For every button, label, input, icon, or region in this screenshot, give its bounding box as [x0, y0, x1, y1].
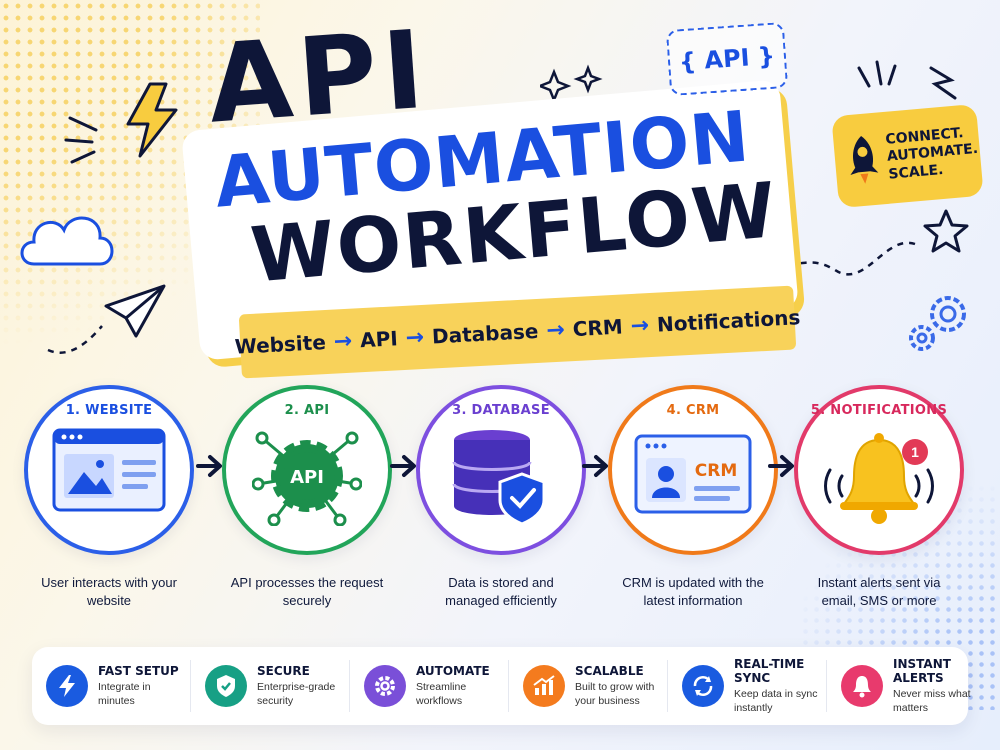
- step-label: 4. CRM: [666, 403, 720, 418]
- sync-icon: [682, 665, 724, 707]
- step-api: 2. API API: [222, 385, 392, 555]
- step-database: 3. DATABASE: [416, 385, 586, 555]
- step-label: 2. API: [284, 403, 330, 418]
- feature-desc: Never miss what matters: [893, 687, 971, 714]
- feature-scalable: SCALABLE Built to grow with your business: [509, 660, 668, 712]
- database-icon: [452, 430, 546, 526]
- feature-desc: Keep data in sync instantly: [734, 687, 818, 714]
- flow-arrow: →: [630, 312, 650, 339]
- step-desc-database: Data is stored and managed efficiently: [445, 575, 557, 608]
- step-desc-api: API processes the request securely: [230, 575, 384, 608]
- flow-item-crm: CRM: [572, 314, 624, 342]
- arrow-right-icon: [582, 455, 608, 477]
- browser-window-icon: [52, 428, 166, 512]
- flow-arrow: →: [545, 317, 566, 343]
- step-label: 5. NOTIFICATIONS: [810, 403, 948, 418]
- feature-title: SCALABLE: [575, 663, 644, 678]
- step-label: 3. DATABASE: [452, 403, 550, 418]
- flow-item-api: API: [359, 326, 399, 353]
- api-gear-icon: API: [252, 431, 362, 526]
- rocket-icon: [850, 135, 879, 184]
- flow-item-website: Website: [234, 330, 327, 359]
- flow-item-database: Database: [431, 318, 539, 349]
- flow-item-notifications: Notifications: [656, 305, 801, 337]
- feature-title: INSTANT ALERTS: [893, 656, 951, 685]
- cloud-icon: [20, 216, 114, 266]
- bell-icon: [841, 665, 883, 707]
- feature-desc: Integrate in minutes: [98, 680, 151, 707]
- api-icon-text: API: [290, 467, 324, 488]
- feature-title: SECURE: [257, 663, 310, 678]
- tagline-badge: CONNECT. AUTOMATE. SCALE.: [831, 103, 984, 209]
- gear-icon: [364, 665, 406, 707]
- step-desc-notifications: Instant alerts sent via email, SMS or mo…: [817, 575, 941, 608]
- arrow-right-icon: [768, 455, 794, 477]
- step-website: 1. WEBSITE: [24, 385, 194, 555]
- feature-desc: Built to grow with your business: [575, 680, 655, 707]
- feature-title: REAL-TIME SYNC: [734, 656, 805, 685]
- burst-lines-icon: [857, 60, 957, 100]
- features-bar: FAST SETUP Integrate in minutes SECURE Ent…: [32, 647, 971, 725]
- crm-card-icon: CRM: [634, 434, 752, 514]
- flow-arrow: →: [333, 328, 353, 355]
- lightning-icon: [126, 82, 178, 158]
- feature-title: FAST SETUP: [98, 663, 179, 678]
- step-label: 1. WEBSITE: [65, 403, 153, 418]
- paper-plane-icon: [47, 284, 166, 354]
- growth-chart-icon: [523, 665, 565, 707]
- feature-fast-setup: FAST SETUP Integrate in minutes: [32, 660, 191, 712]
- bolt-icon: [46, 665, 88, 707]
- feature-automate: AUTOMATE Streamline workflows: [350, 660, 509, 712]
- step-desc-website: User interacts with your website: [41, 575, 177, 608]
- shield-icon: [205, 665, 247, 707]
- step-notifications: 5. NOTIFICATIONS 1: [794, 385, 964, 555]
- star-icon: [923, 209, 969, 253]
- arrow-right-icon: [196, 455, 222, 477]
- step-crm: 4. CRM CRM: [608, 385, 778, 555]
- crm-icon-text: CRM: [695, 461, 737, 481]
- feature-title: AUTOMATE: [416, 663, 490, 678]
- notification-bell-icon: [824, 433, 934, 524]
- flow-arrow: →: [405, 324, 425, 351]
- arrow-right-icon: [390, 455, 416, 477]
- spark-lines-icon: [64, 116, 98, 164]
- feature-desc: Streamline workflows: [416, 680, 467, 707]
- api-tag: { API }: [665, 21, 789, 97]
- feature-secure: SECURE Enterprise-grade security: [191, 660, 350, 712]
- gears-icon: [909, 296, 966, 351]
- step-desc-crm: CRM is updated with the latest informati…: [622, 575, 764, 608]
- notification-badge: 1: [902, 439, 928, 465]
- feature-desc: Enterprise-grade security: [257, 680, 336, 707]
